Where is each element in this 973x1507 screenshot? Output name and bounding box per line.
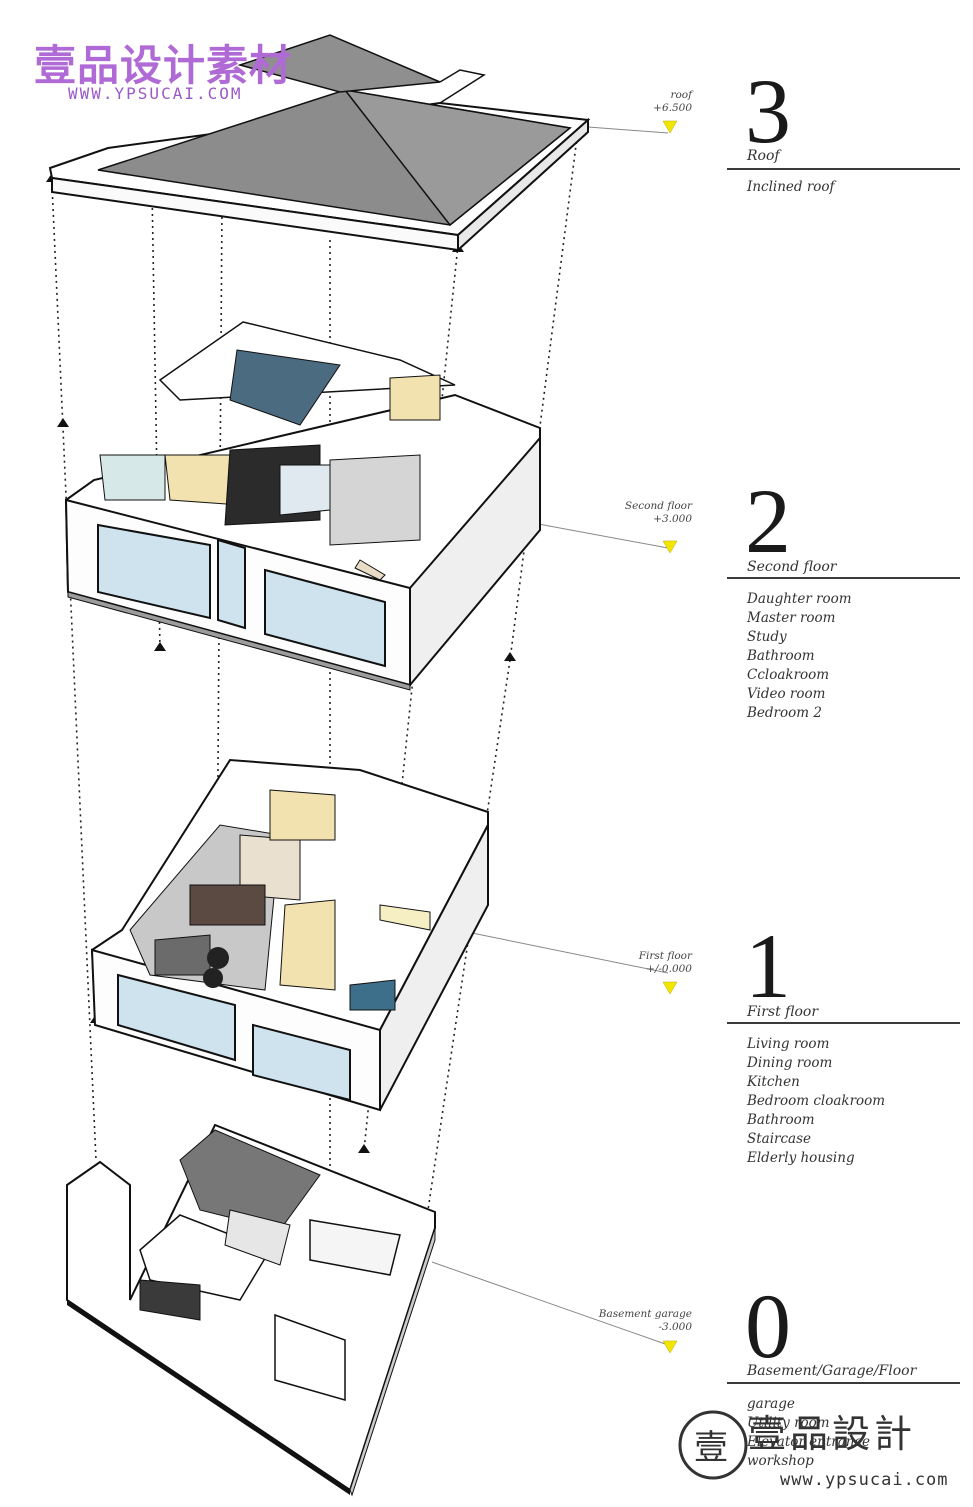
room-item: Elevator entrance xyxy=(747,1434,870,1450)
level-title: Basement/Garage/Floor xyxy=(747,1363,917,1379)
divider xyxy=(727,168,960,170)
elevation-name: Basement garage xyxy=(598,1308,692,1320)
room-item: Ccloakroom xyxy=(747,667,830,683)
level-title: Roof xyxy=(747,148,780,164)
room-item: Bedroom cloakroom xyxy=(747,1093,886,1109)
second-floor-elevation-label: Second floor +3.000 xyxy=(600,500,692,526)
basement-elevation-label: Basement garage -3.000 xyxy=(570,1308,692,1334)
first-floor-model xyxy=(90,758,489,1112)
room-item: Utility room xyxy=(747,1415,830,1431)
watermark-title: 壹品设计素材 xyxy=(34,41,293,90)
second-floor-room-list: Daughter room Master room Study Bathroom… xyxy=(747,590,852,723)
divider xyxy=(727,577,960,579)
basement-marker xyxy=(662,1340,678,1354)
elevation-name: Second floor xyxy=(624,500,692,512)
room-item: Bathroom xyxy=(747,1112,815,1128)
room-item: workshop xyxy=(747,1453,814,1469)
room-item: garage xyxy=(747,1396,795,1412)
second-floor-model xyxy=(64,321,541,691)
room-item: Bathroom xyxy=(747,648,815,664)
level-title: Second floor xyxy=(747,559,837,575)
roof-room-list: Inclined roof xyxy=(747,178,835,197)
elevation-value: +3.000 xyxy=(653,513,692,525)
room-item: Bedroom 2 xyxy=(747,705,822,721)
room-item: Living room xyxy=(747,1036,830,1052)
level-number: 3 xyxy=(745,60,791,162)
watermark-url: WWW.YPSUCAI.COM xyxy=(68,84,243,103)
room-item: Master room xyxy=(747,610,836,626)
elevation-value: -3.000 xyxy=(658,1321,692,1333)
level-number: 1 xyxy=(745,915,791,1017)
first-floor-marker xyxy=(662,981,678,995)
second-floor-marker xyxy=(662,540,678,554)
level-number: 0 xyxy=(745,1275,791,1377)
brand-url: www.ypsucai.com xyxy=(780,1470,949,1490)
roof-model xyxy=(48,34,591,253)
room-item: Study xyxy=(747,629,787,645)
room-item: Daughter room xyxy=(747,591,852,607)
divider xyxy=(727,1022,960,1024)
room-item: Kitchen xyxy=(747,1074,800,1090)
elevation-name: First floor xyxy=(638,950,692,962)
room-item: Inclined roof xyxy=(747,179,835,195)
room-item: Staircase xyxy=(747,1131,812,1147)
brand-seal xyxy=(678,1410,748,1480)
basement-model xyxy=(66,1123,436,1497)
room-item: Video room xyxy=(747,686,826,702)
elevation-markers xyxy=(662,120,678,1354)
level-number: 2 xyxy=(745,470,791,572)
first-floor-elevation-label: First floor +/-0.000 xyxy=(600,950,692,976)
basement-room-list: garage Utility room Elevator entrance wo… xyxy=(747,1395,870,1471)
elevation-value: +/-0.000 xyxy=(646,963,692,975)
level-title: First floor xyxy=(747,1004,819,1020)
elevation-value: +6.500 xyxy=(653,102,692,114)
divider xyxy=(727,1382,960,1384)
first-floor-room-list: Living room Dining room Kitchen Bedroom … xyxy=(747,1035,885,1168)
brand-name: 壹品設計 xyxy=(748,1412,917,1456)
leader-lines xyxy=(431,126,669,1346)
roof-marker xyxy=(662,120,678,134)
elevation-name: roof xyxy=(670,89,692,101)
room-item: Dining room xyxy=(747,1055,833,1071)
brand-seal-char: 壹 xyxy=(694,1428,728,1468)
room-item: Elderly housing xyxy=(747,1150,855,1166)
roof-elevation-label: roof +6.500 xyxy=(620,89,692,115)
